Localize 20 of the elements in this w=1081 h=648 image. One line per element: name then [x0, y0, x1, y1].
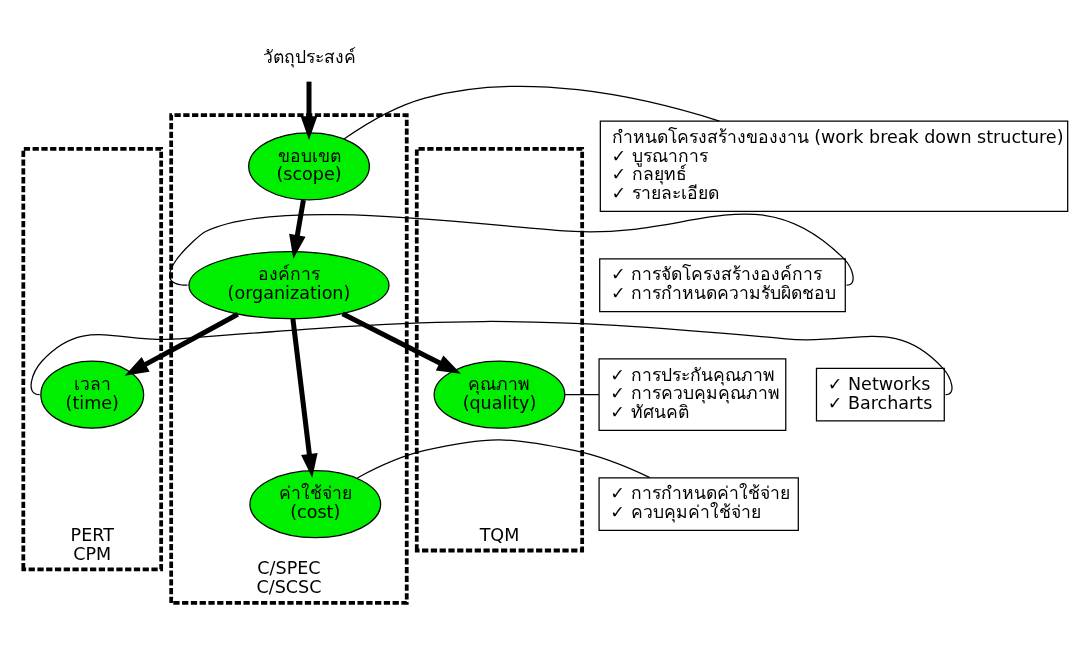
node-box: ✓ Networks ✓ Barcharts — [815, 367, 945, 422]
node-box: กำหนดโครงสร้างของงาน (work break down structure) ✓ บูรณาการ ✓ กลยุทธ์ ✓ รายละเอียด — [599, 120, 1069, 212]
arrow — [289, 199, 306, 259]
arrow — [290, 318, 318, 478]
arrow — [341, 310, 461, 374]
node-ellipse: ขอบเขต (scope) — [248, 131, 370, 200]
node-box: ✓ การกำหนดค่าใช้จ่าย ✓ ควบคุมค่าใช้จ่าย — [598, 476, 799, 531]
node-ellipse: เวลา (time) — [40, 360, 145, 429]
connector — [343, 85, 720, 139]
connector — [30, 320, 953, 395]
node-box: ✓ การจัดโครงสร้างองค์การ ✓ การกำหนดความรับผิดชอบ — [599, 257, 846, 312]
node-ellipse: ค่าใช้จ่าย (cost) — [249, 469, 382, 538]
node-text: วัตถุประสงค์ — [262, 46, 356, 67]
connector — [564, 393, 600, 395]
node-ellipse: องค์การ (organization) — [188, 250, 390, 319]
connector — [356, 438, 651, 479]
node-ellipse: คุณภาพ (quality) — [433, 360, 566, 429]
arrow — [300, 81, 318, 140]
node-box: ✓ การประกันคุณภาพ ✓ การควบคุมคุณภาพ ✓ ทัศนคติ — [598, 357, 787, 431]
arrow — [124, 311, 239, 376]
